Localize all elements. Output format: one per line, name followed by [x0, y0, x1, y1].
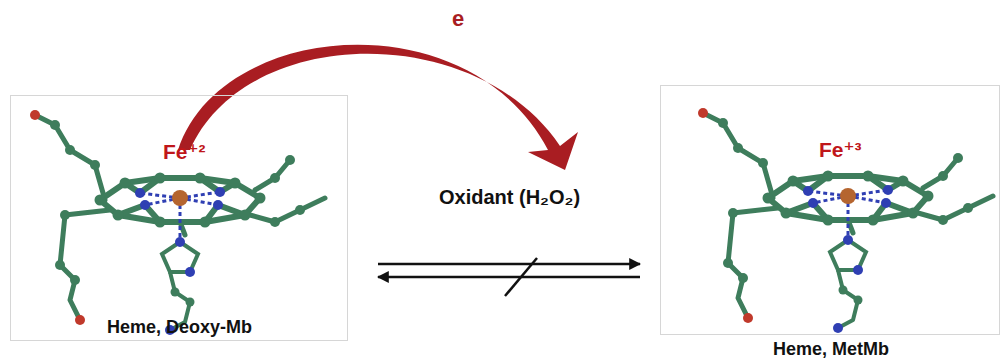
iron-state: Fe⁺² [163, 140, 206, 164]
panel-caption: Heme, Deoxy-Mb [107, 317, 252, 338]
reaction-arrow [378, 276, 640, 279]
iron-state: Fe⁺³ [819, 138, 862, 162]
reaction-arrow [378, 263, 640, 266]
electron-label: e [452, 6, 464, 32]
heme-panel: Fe⁺³Heme, MetMb [660, 85, 1000, 335]
heme-panel: Fe⁺² Heme, Deoxy-Mb [10, 95, 348, 341]
reagent-label: Oxidant (H₂O₂) [439, 186, 580, 209]
panel-caption: Heme, MetMb [773, 339, 889, 360]
